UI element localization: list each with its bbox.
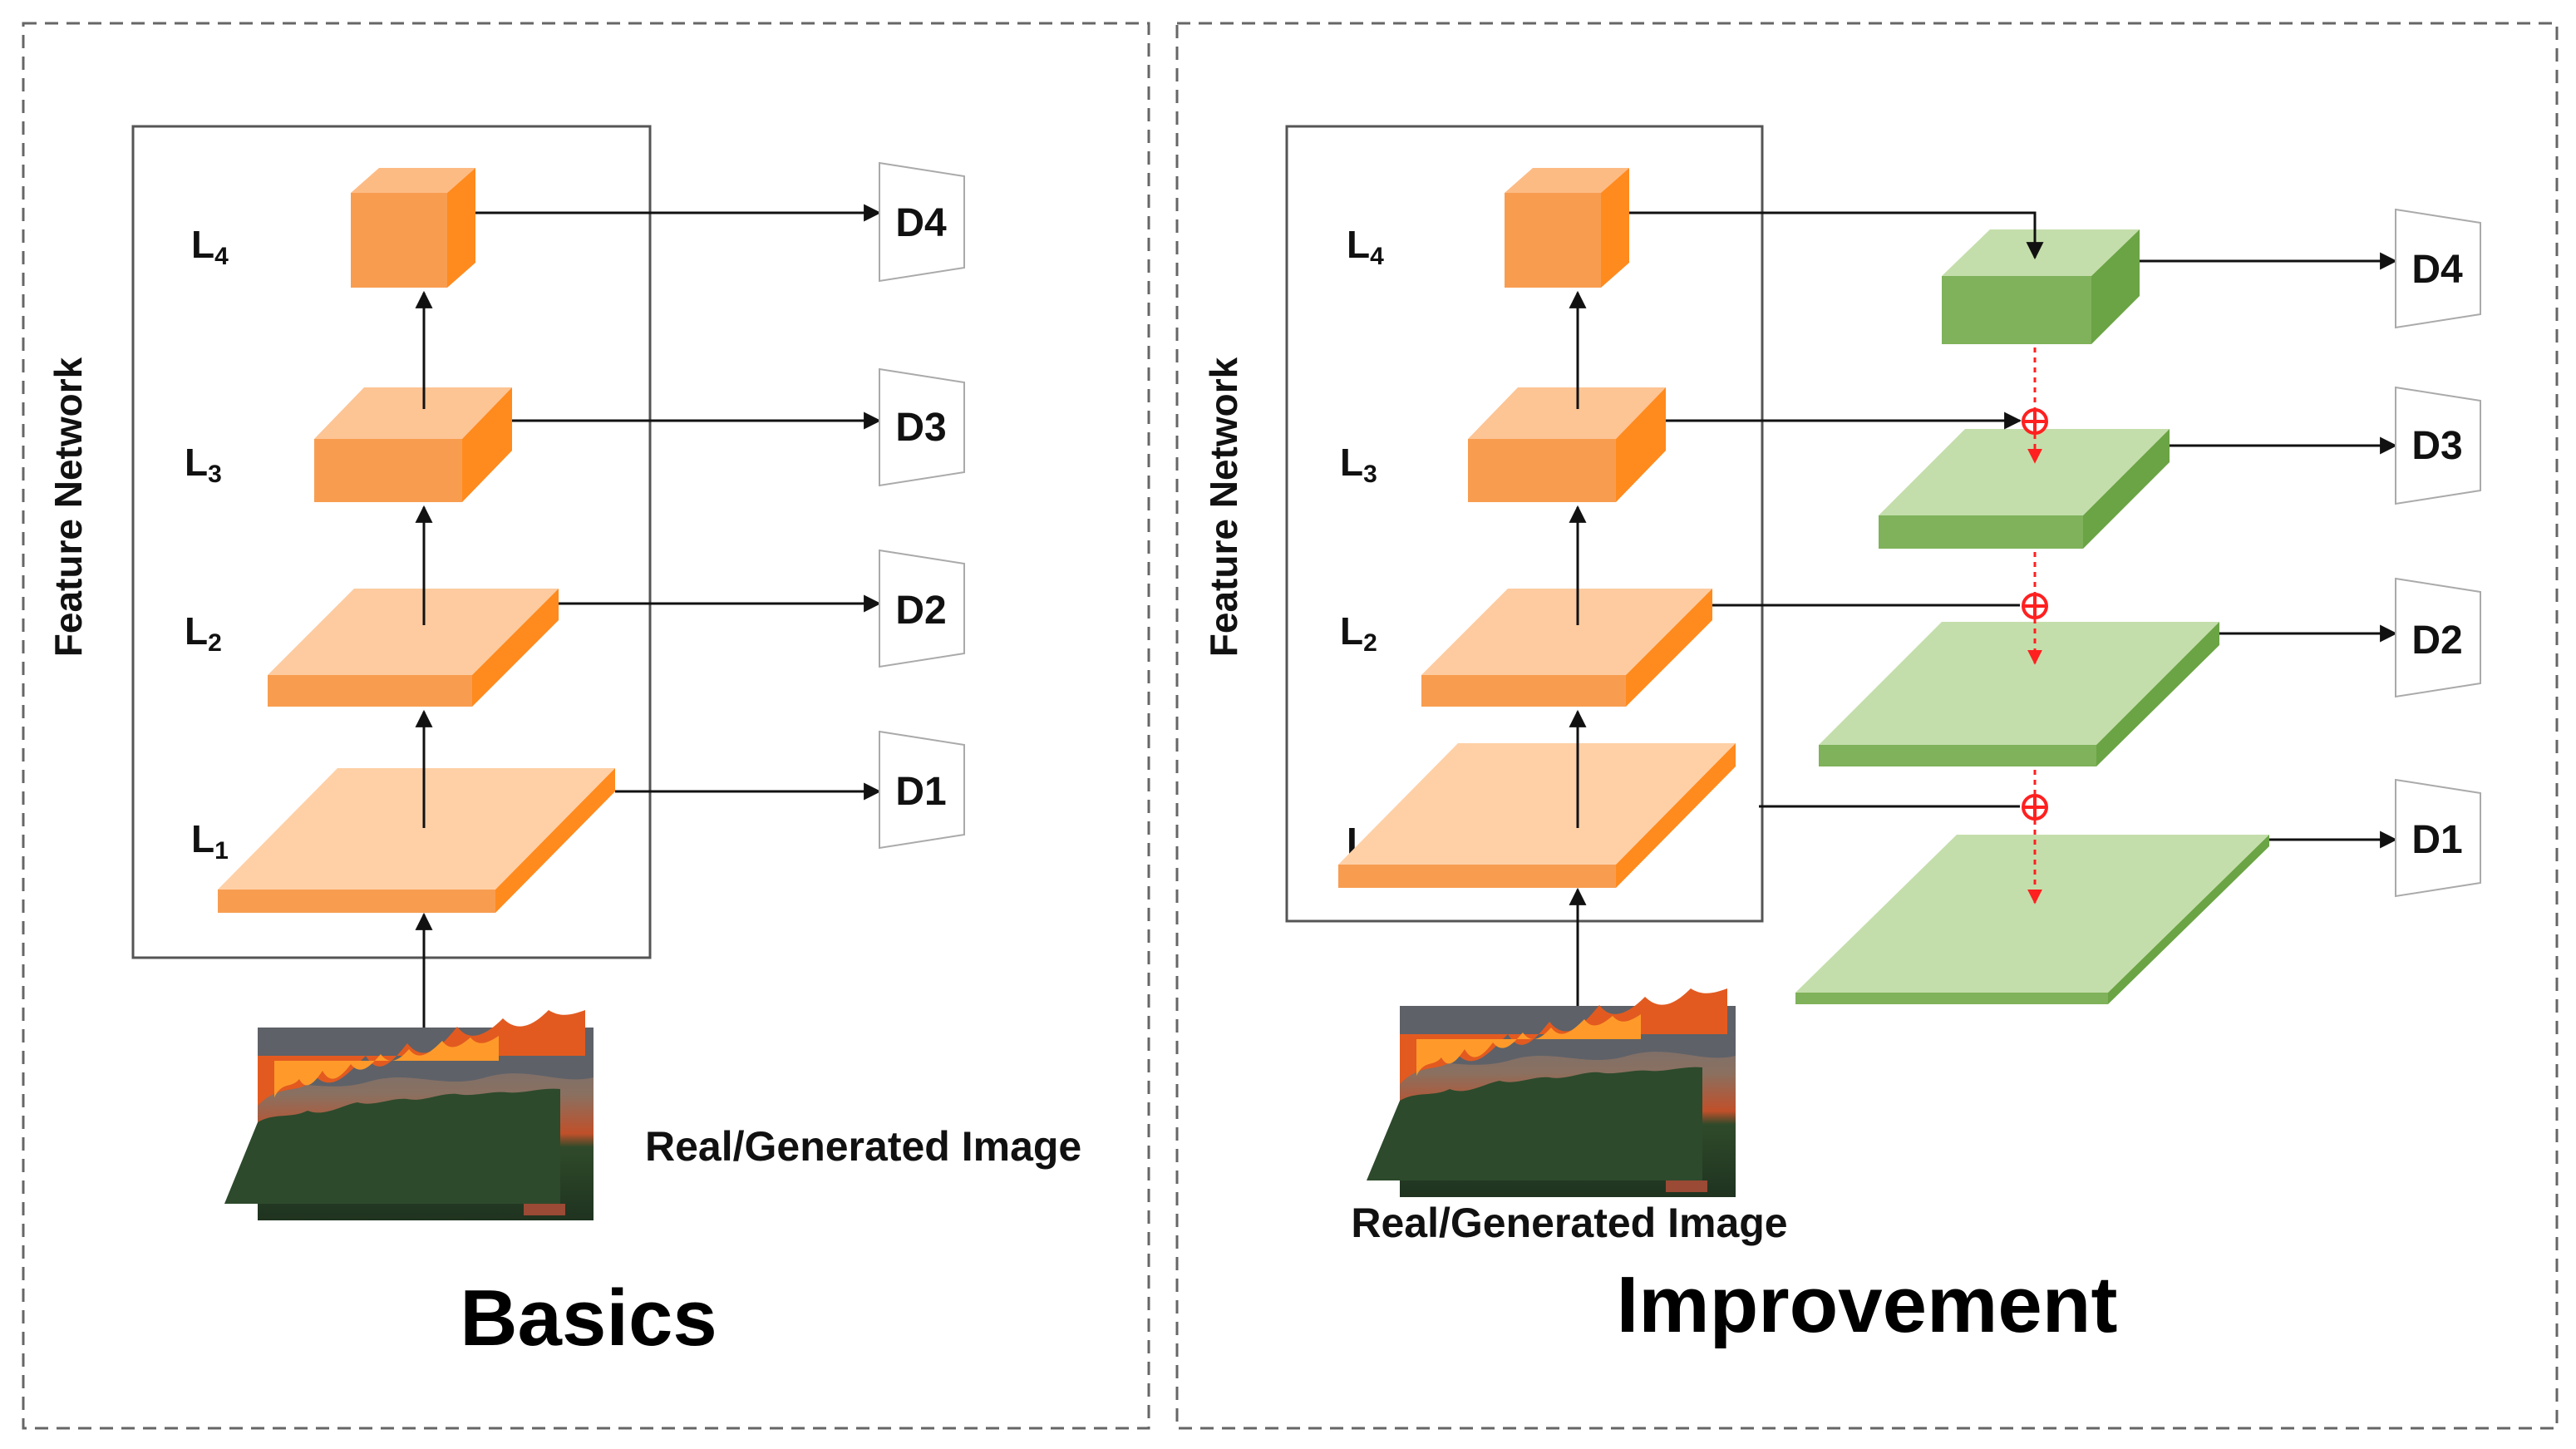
- panel-basics: Feature Network L4 L3 L2 L1: [22, 22, 1150, 1430]
- top-down-block-p1: [1795, 835, 2269, 1004]
- svg-text:D4: D4: [895, 201, 947, 245]
- feature-network-box: [131, 125, 652, 959]
- discriminator-d2: D2: [2395, 577, 2481, 698]
- panel-basics-border: [22, 22, 1150, 1430]
- level-label-l2: L2: [1340, 609, 1377, 657]
- level-label-l2: L2: [185, 609, 222, 657]
- feature-block-l3: [1468, 387, 1666, 502]
- top-down-block-p4: [1942, 229, 2140, 344]
- feature-block-l2: [1421, 589, 1712, 707]
- merge-marker-p3: [2022, 408, 2048, 435]
- discriminator-d4: D4: [2395, 208, 2481, 329]
- svg-text:D3: D3: [895, 406, 946, 450]
- feature-network-label: Feature Network: [1202, 357, 1245, 657]
- discriminator-d4: D4: [879, 161, 965, 283]
- wildfire-input-image: [224, 1010, 594, 1220]
- svg-text:D1: D1: [2411, 818, 2462, 862]
- svg-text:D2: D2: [895, 589, 946, 633]
- input-image-caption: Real/Generated Image: [645, 1123, 1081, 1170]
- feature-network-label: Feature Network: [47, 357, 90, 657]
- feature-block-l4: [351, 168, 475, 288]
- discriminator-d3: D3: [879, 367, 965, 487]
- level-label-l3: L3: [185, 441, 222, 488]
- feature-block-l4: [1505, 168, 1629, 288]
- discriminator-d2: D2: [879, 549, 965, 668]
- svg-text:D1: D1: [895, 770, 946, 814]
- wildfire-input-image: [1367, 988, 1736, 1197]
- level-label-l4: L4: [191, 223, 229, 270]
- svg-text:D2: D2: [2411, 619, 2462, 663]
- top-down-block-p3: [1879, 429, 2170, 549]
- discriminator-d1: D1: [2395, 778, 2481, 898]
- svg-text:D3: D3: [2411, 424, 2462, 468]
- level-label-l4: L4: [1347, 223, 1384, 270]
- panel-improvement: Feature Network L4 L3 L2 L1: [1175, 22, 2559, 1430]
- feature-block-l2: [268, 589, 559, 707]
- level-label-l3: L3: [1340, 441, 1377, 488]
- feature-block-l3: [314, 387, 512, 502]
- input-image-caption: Real/Generated Image: [1351, 1200, 1787, 1246]
- discriminator-d3: D3: [2395, 386, 2481, 505]
- feature-network-box: [1285, 125, 1764, 923]
- merge-marker-p1: [2022, 794, 2048, 821]
- discriminator-d1: D1: [879, 730, 965, 850]
- panel-improvement-border: [1175, 22, 2559, 1430]
- top-down-block-p2: [1819, 622, 2219, 766]
- panel-title-basics: Basics: [460, 1274, 717, 1363]
- merge-marker-p2: [2022, 593, 2048, 619]
- arrow-l4-to-p4: [1629, 211, 2044, 260]
- panel-title-improvement: Improvement: [1617, 1260, 2118, 1349]
- svg-text:D4: D4: [2411, 248, 2463, 292]
- level-label-l1: L1: [191, 817, 229, 865]
- feature-block-l1: [1338, 743, 1736, 888]
- feature-block-l1: [218, 768, 615, 913]
